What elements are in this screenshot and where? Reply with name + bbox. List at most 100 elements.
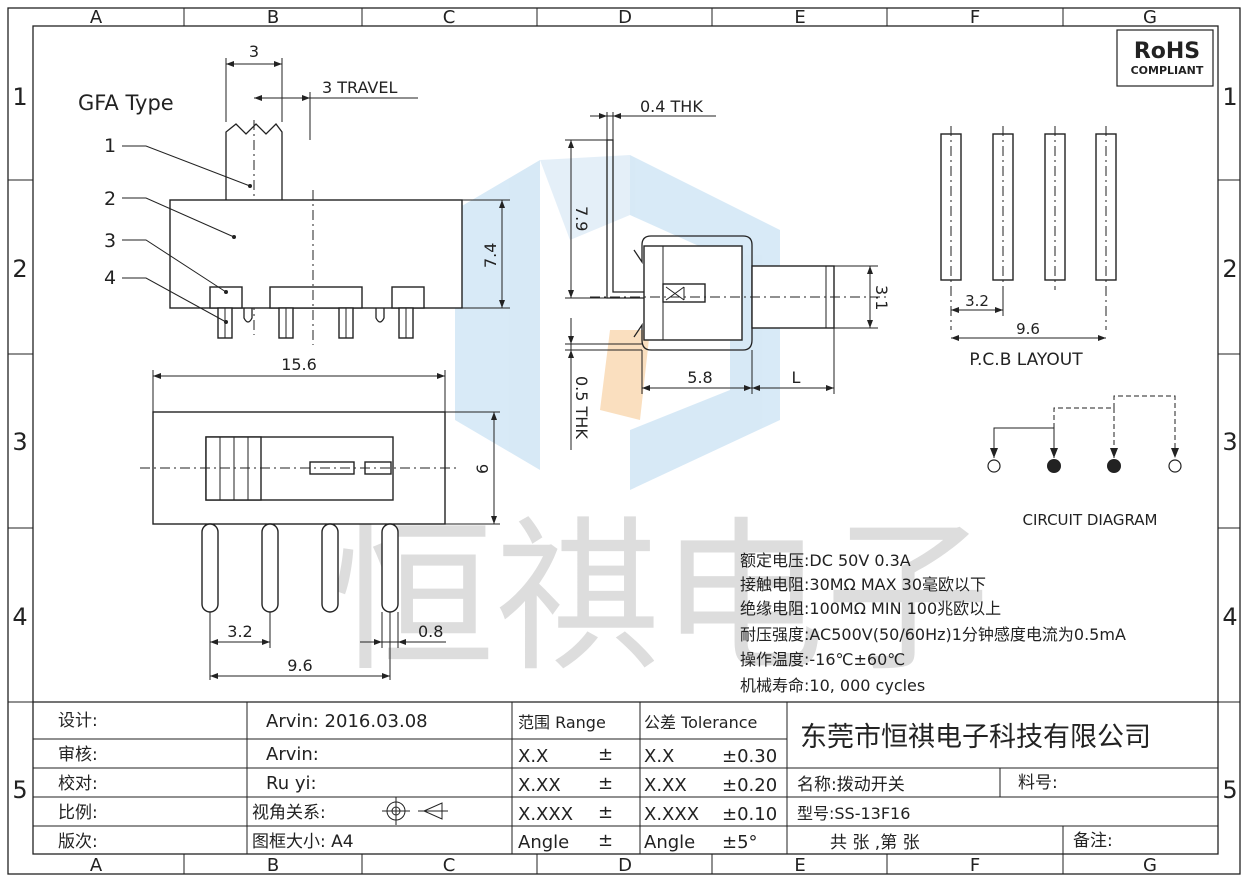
tol-value: ±0.20 (722, 775, 777, 796)
pcb-dim-9-6: 9.6 (1016, 320, 1040, 338)
watermark-logo (455, 155, 780, 490)
callout-2: 2 (104, 188, 116, 210)
tol-cell: X.XX (644, 775, 687, 796)
col-label: E (794, 7, 805, 28)
part-name: 名称:拨动开关 (797, 775, 905, 795)
row-label: 1 (12, 83, 27, 111)
col-label: B (267, 855, 279, 876)
dim-0-4-thk: 0.4 THK (640, 97, 703, 116)
row-label: 3 (12, 428, 27, 456)
tol-value: ±5° (722, 832, 758, 853)
tol-cell: X.X (644, 746, 674, 767)
tol-cell: Angle (644, 832, 695, 853)
watermark-text: 恒祺电子 (330, 502, 990, 694)
dim-7-4: 7.4 (481, 243, 500, 268)
spec-line: 接触电阻:30MΩ MAX 30毫欧以下 (740, 575, 986, 594)
row-label: 4 (1222, 603, 1237, 631)
remark-label: 备注: (1073, 831, 1113, 851)
dim-L: L (792, 368, 801, 387)
row-label: 4 (12, 603, 27, 631)
col-label: G (1143, 7, 1157, 28)
tb-version-value: 图框大小: A4 (252, 832, 354, 852)
sheet-info: 共 张 ,第 张 (830, 833, 920, 853)
grid-column-labels: A B C D E F G A B C D E F G (90, 7, 1157, 876)
row-label: 2 (12, 255, 27, 283)
range-header: 范围 Range (518, 713, 606, 732)
tb-design-value: Arvin: 2016.03.08 (266, 711, 428, 732)
callout-4: 4 (104, 267, 116, 289)
dim-0-8: 0.8 (418, 622, 443, 641)
spec-line: 耐压强度:AC500V(50/60Hz)1分钟感度电流为0.5mA (740, 625, 1126, 644)
dim-15-6: 15.6 (281, 355, 317, 374)
callout-3: 3 (104, 230, 116, 252)
tol-cell: X.XXX (644, 804, 699, 825)
dim-3: 3 (249, 42, 259, 61)
col-label: E (794, 855, 805, 876)
circuit-diagram: CIRCUIT DIAGRAM (987, 395, 1182, 529)
pcb-dim-3-2: 3.2 (965, 292, 989, 310)
dim-7-9: 7.9 (572, 206, 591, 231)
dim-0-5-thk: 0.5 THK (572, 376, 591, 439)
col-label: B (267, 7, 279, 28)
spec-line: 操作温度:-16℃±60℃ (740, 650, 905, 669)
tb-label-design: 设计: (58, 711, 98, 731)
tb-label-check: 校对: (58, 774, 98, 794)
tb-label-scale: 比例: (58, 803, 98, 823)
range-cell: X.X (518, 746, 548, 767)
range-pm: ± (598, 830, 613, 851)
row-label: 5 (12, 776, 27, 804)
range-pm: ± (598, 773, 613, 794)
col-label: F (970, 7, 980, 28)
row-label: 1 (1222, 83, 1237, 111)
grid-ticks (8, 8, 1240, 874)
row-label: 3 (1222, 428, 1237, 456)
grid-row-labels: 1 2 3 4 5 1 2 3 4 5 (12, 83, 1237, 804)
tol-value: ±0.30 (722, 746, 777, 767)
row-label: 5 (1222, 776, 1237, 804)
title-block: 设计: 审核: 校对: 比例: 版次: Arvin: 2016.03.08 Ar… (33, 701, 1218, 854)
pcb-layout: 3.2 9.6 P.C.B LAYOUT (940, 126, 1117, 370)
range-cell: X.XX (518, 775, 561, 796)
side-view: GFA Type 3 3 TRAVEL 7.4 (78, 42, 510, 345)
col-label: A (90, 855, 103, 876)
col-label: C (443, 7, 456, 28)
spec-line: 机械寿命:10, 000 cycles (740, 676, 925, 695)
row-label: 2 (1222, 255, 1237, 283)
inner-frame (32, 25, 1219, 855)
part-number-label: 料号: (1018, 773, 1058, 793)
top-view: 15.6 6 3.2 0.8 9.6 (140, 355, 500, 680)
tb-review-value: Arvin: (266, 744, 319, 765)
range-pm: ± (598, 744, 613, 765)
company-name: 东莞市恒祺电子科技有限公司 (800, 722, 1151, 753)
tol-value: ±0.10 (722, 804, 777, 825)
range-pm: ± (598, 802, 613, 823)
circuit-label: CIRCUIT DIAGRAM (1023, 511, 1158, 529)
dim-3-1: 3.1 (872, 285, 891, 310)
col-label: F (970, 855, 980, 876)
type-label: GFA Type (78, 91, 174, 115)
col-label: A (90, 7, 103, 28)
dim-9-6: 9.6 (287, 656, 312, 675)
col-label: D (618, 7, 632, 28)
tolerance-header: 公差 Tolerance (644, 713, 757, 732)
pcb-label: P.C.B LAYOUT (969, 350, 1083, 370)
tb-label-version: 版次: (58, 832, 98, 852)
outer-frame (7, 7, 1241, 875)
projection-symbol-icon (382, 797, 448, 825)
dim-6: 6 (473, 464, 492, 474)
spec-line: 绝缘电阻:100MΩ MIN 100兆欧以上 (740, 599, 1001, 618)
rohs-badge: RoHS COMPLIANT (1116, 29, 1214, 87)
rohs-subtitle: COMPLIANT (1131, 64, 1204, 77)
dim-5-8: 5.8 (687, 368, 712, 387)
range-cell: Angle (518, 832, 569, 853)
spec-line: 额定电压:DC 50V 0.3A (740, 551, 911, 570)
range-cell: X.XXX (518, 804, 573, 825)
tb-check-value: Ru yi: (266, 773, 317, 794)
model-number: 型号:SS-13F16 (797, 804, 910, 823)
col-label: G (1143, 855, 1157, 876)
specs: 额定电压:DC 50V 0.3A 接触电阻:30MΩ MAX 30毫欧以下 绝缘… (740, 551, 1126, 695)
end-view: 0.4 THK 7.9 3.1 0.5 THK (565, 97, 891, 450)
col-label: C (443, 855, 456, 876)
rohs-title: RoHS (1134, 39, 1200, 64)
